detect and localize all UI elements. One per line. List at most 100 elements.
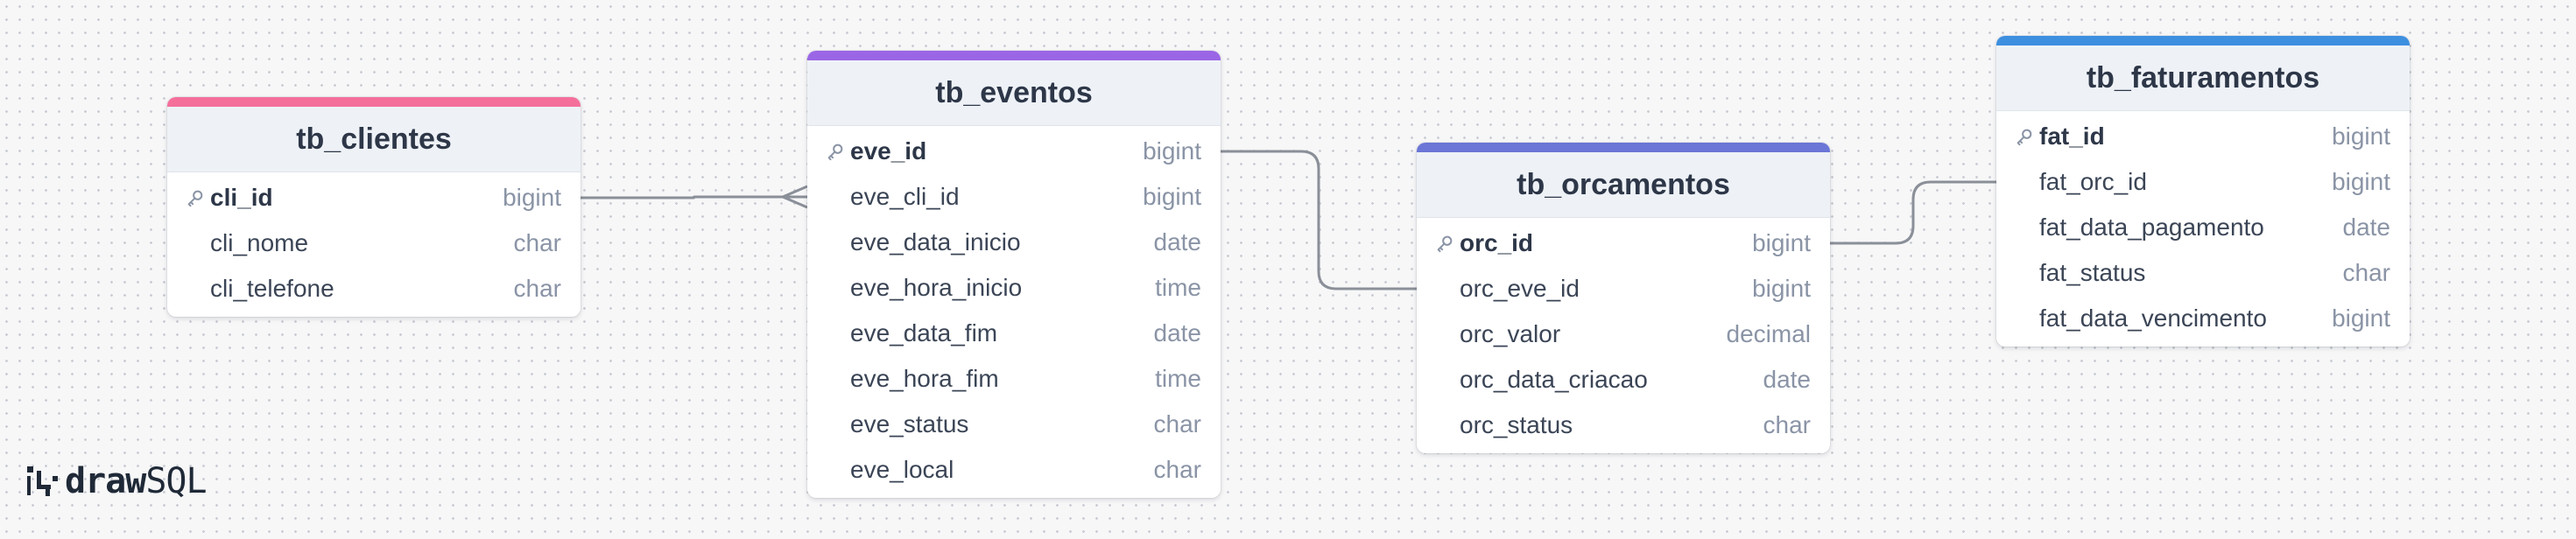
column-name: orc_valor xyxy=(1460,320,1561,347)
column-type: char xyxy=(1153,410,1201,438)
key-slot xyxy=(2015,170,2039,194)
key-slot xyxy=(1435,413,1460,438)
column-row-eve_data_inicio[interactable]: eve_data_inicio date xyxy=(807,220,1221,265)
column-type: bigint xyxy=(503,184,561,211)
table-title: tb_clientes xyxy=(296,122,452,156)
relationship-line-tb_clientes-tb_eventos[interactable] xyxy=(581,195,807,200)
column-name: fat_orc_id xyxy=(2039,168,2147,195)
key-slot xyxy=(1435,368,1460,392)
key-slot xyxy=(2015,261,2039,285)
column-name: eve_data_inicio xyxy=(850,228,1021,256)
column-type: date xyxy=(2342,214,2391,241)
column-row-cli_id[interactable]: cli_id bigint xyxy=(167,175,581,220)
key-slot xyxy=(2015,215,2039,240)
column-row-fat_orc_id[interactable]: fat_orc_id bigint xyxy=(1996,159,2410,205)
table-title: tb_orcamentos xyxy=(1517,167,1730,201)
key-slot xyxy=(826,230,850,255)
column-name: fat_id xyxy=(2039,122,2105,150)
key-slot xyxy=(826,412,850,437)
column-name: orc_data_criacao xyxy=(1460,366,1648,393)
column-row-fat_status[interactable]: fat_status char xyxy=(1996,250,2410,296)
column-row-eve_cli_id[interactable]: eve_cli_id bigint xyxy=(807,174,1221,220)
column-type: bigint xyxy=(1143,137,1201,164)
column-name: fat_status xyxy=(2039,259,2146,286)
key-slot xyxy=(186,231,210,256)
table-color-bar xyxy=(807,51,1221,60)
column-name: eve_local xyxy=(850,456,954,483)
column-name: fat_data_pagamento xyxy=(2039,214,2264,241)
column-name: cli_nome xyxy=(210,229,309,256)
column-row-eve_status[interactable]: eve_status char xyxy=(807,402,1221,447)
column-row-eve_local[interactable]: eve_local char xyxy=(807,447,1221,493)
brand-name-light: SQL xyxy=(145,461,207,501)
column-row-fat_data_pagamento[interactable]: fat_data_pagamento date xyxy=(1996,205,2410,250)
column-type: char xyxy=(1763,411,1811,438)
column-type: bigint xyxy=(2332,122,2390,150)
column-type: bigint xyxy=(2332,168,2390,195)
table-header[interactable]: tb_eventos xyxy=(807,60,1221,126)
column-type: date xyxy=(1153,228,1202,256)
column-row-fat_id[interactable]: fat_id bigint xyxy=(1996,114,2410,159)
key-slot xyxy=(826,321,850,346)
table-color-bar xyxy=(167,97,581,107)
column-name: eve_status xyxy=(850,410,969,438)
brand-name-bold: draw xyxy=(65,461,146,501)
key-slot xyxy=(1435,322,1460,346)
column-name: orc_status xyxy=(1460,411,1573,438)
key-slot xyxy=(2015,306,2039,331)
column-row-orc_status[interactable]: orc_status char xyxy=(1417,402,1830,448)
table-color-bar xyxy=(1417,143,1830,152)
table-header[interactable]: tb_clientes xyxy=(167,107,581,172)
drawsql-logo-icon xyxy=(27,466,58,496)
column-name: orc_id xyxy=(1460,229,1534,256)
column-name: orc_eve_id xyxy=(1460,275,1580,302)
column-type: bigint xyxy=(1752,229,1811,256)
column-row-orc_eve_id[interactable]: orc_eve_id bigint xyxy=(1417,266,1830,312)
table-title: tb_faturamentos xyxy=(2086,60,2320,94)
table-title: tb_eventos xyxy=(935,75,1093,109)
column-row-eve_id[interactable]: eve_id bigint xyxy=(807,129,1221,174)
table-header[interactable]: tb_orcamentos xyxy=(1417,152,1830,218)
column-type: time xyxy=(1155,274,1201,301)
column-type: char xyxy=(1153,456,1201,483)
column-type: char xyxy=(513,275,561,302)
crows-foot-marker xyxy=(782,185,808,209)
key-icon xyxy=(1435,231,1460,256)
key-slot xyxy=(1435,276,1460,301)
column-type: bigint xyxy=(1752,275,1811,302)
key-slot xyxy=(826,458,850,482)
table-header[interactable]: tb_faturamentos xyxy=(1996,46,2410,111)
column-name: eve_id xyxy=(850,137,927,164)
column-type: bigint xyxy=(1143,183,1201,210)
column-type: char xyxy=(2342,259,2390,286)
relationship-line-tb_orcamentos-tb_faturamentos[interactable] xyxy=(1830,180,1996,245)
key-slot xyxy=(826,276,850,300)
key-slot xyxy=(826,367,850,391)
column-name: eve_cli_id xyxy=(850,183,960,210)
column-type: bigint xyxy=(2332,304,2390,332)
column-name: cli_id xyxy=(210,184,273,211)
column-type: date xyxy=(1153,319,1202,346)
key-icon xyxy=(826,139,850,164)
key-slot xyxy=(186,276,210,301)
column-row-orc_id[interactable]: orc_id bigint xyxy=(1417,220,1830,266)
relationship-line-tb_eventos-tb_orcamentos[interactable] xyxy=(1221,150,1417,290)
